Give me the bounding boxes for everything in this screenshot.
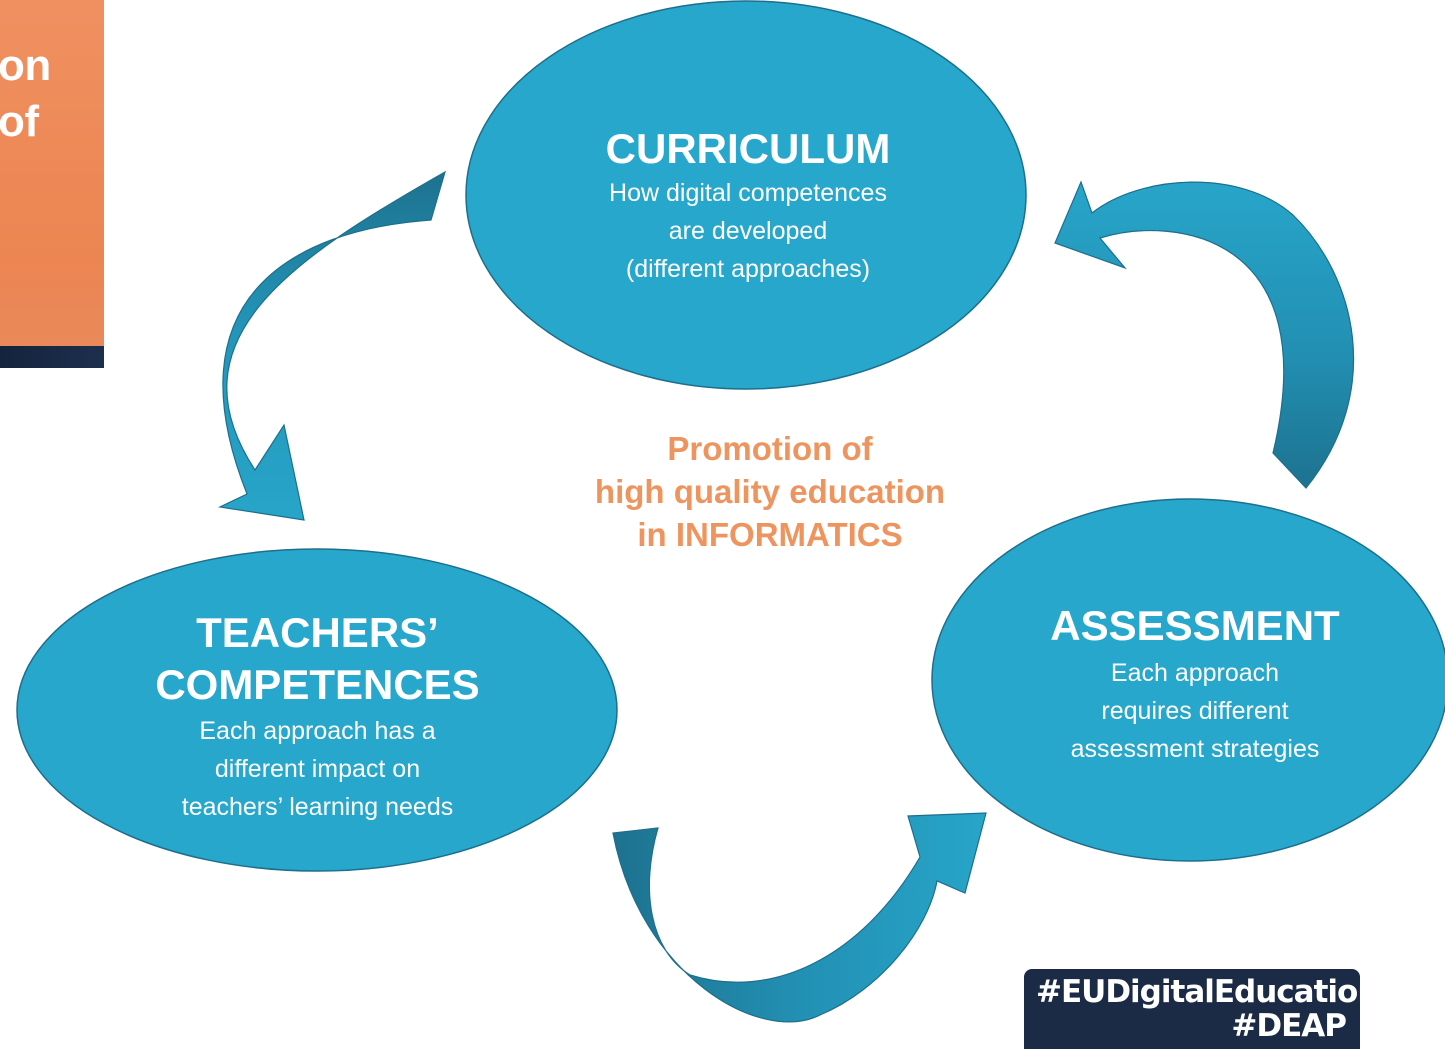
slide-fragment-text: on of bbox=[0, 41, 51, 146]
hashtag-badge: #EUDigitalEducation #DEAP bbox=[1024, 969, 1379, 1049]
slide-fragment-footer-bar bbox=[0, 346, 104, 368]
curriculum-node: CURRICULUM How digital competences are d… bbox=[520, 124, 976, 288]
teachers-competences-title: TEACHERS’ COMPETENCES bbox=[155, 609, 480, 708]
hashtag-eudigitaleducation: #EUDigitalEducation bbox=[1036, 974, 1379, 1010]
curriculum-title: CURRICULUM bbox=[605, 125, 891, 172]
curriculum-ellipse bbox=[465, 0, 1027, 390]
teachers-competences-node: TEACHERS’ COMPETENCES Each approach has … bbox=[60, 607, 575, 826]
arrow-curriculum-to-teachers bbox=[217, 170, 446, 521]
assessment-ellipse bbox=[931, 498, 1445, 862]
assessment-node: ASSESSMENT Each approach requires differ… bbox=[975, 600, 1415, 768]
arrow-assessment-to-curriculum bbox=[1054, 180, 1355, 489]
assessment-title: ASSESSMENT bbox=[1050, 602, 1340, 649]
assessment-description: Each approach requires different assessm… bbox=[1070, 659, 1320, 763]
curriculum-description: How digital competences are developed (d… bbox=[609, 179, 887, 283]
hashtag-deap: #DEAP bbox=[1231, 1008, 1347, 1044]
arrow-teachers-to-assessment bbox=[612, 812, 987, 1023]
cropped-slide-fragment: on of bbox=[0, 0, 104, 368]
teachers-competences-ellipse bbox=[16, 548, 618, 872]
teachers-competences-description: Each approach has a different impact on … bbox=[181, 717, 454, 821]
central-goal-text: Promotion of high quality education in I… bbox=[594, 430, 946, 553]
